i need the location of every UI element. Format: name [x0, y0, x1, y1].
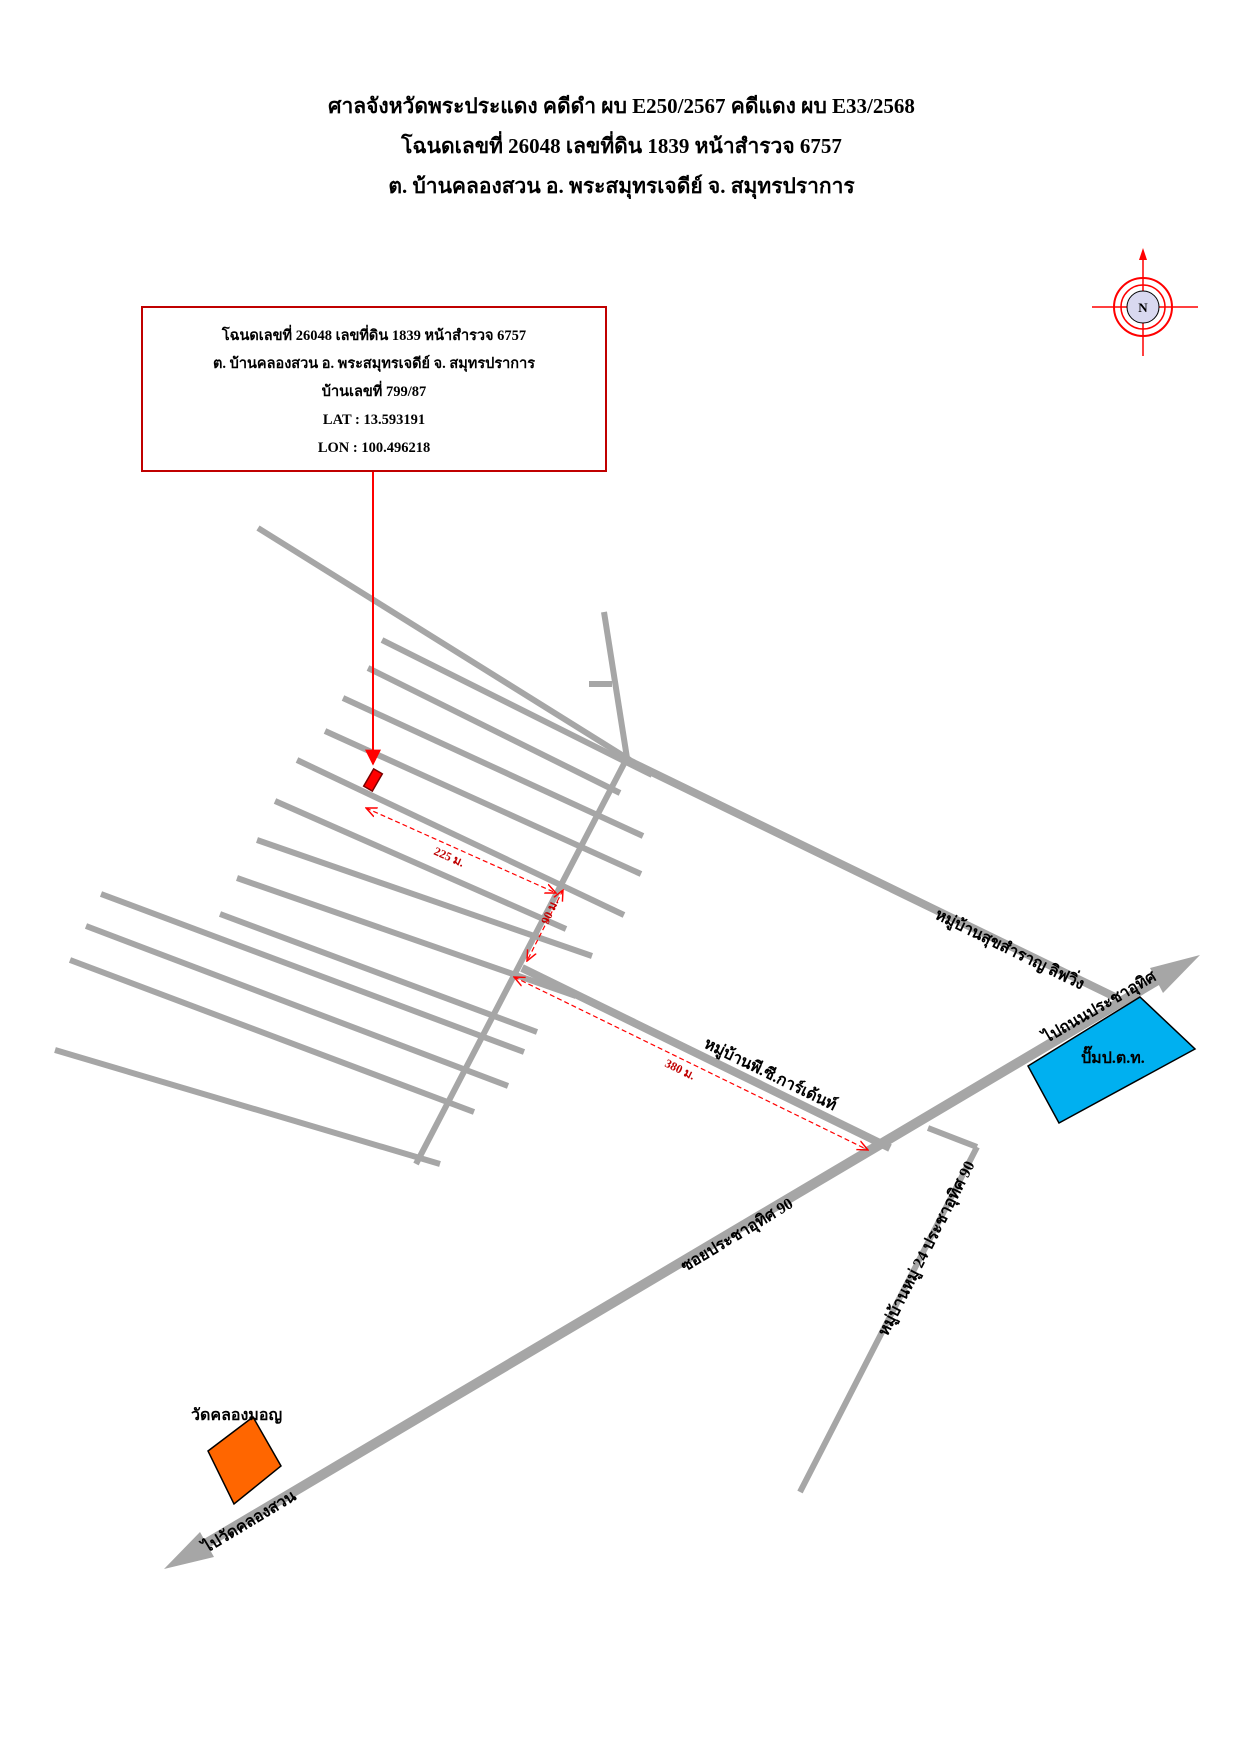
distance-line-225	[366, 808, 556, 893]
temple-building	[207, 1415, 282, 1506]
distance-label-225: 225 ม.	[432, 844, 467, 870]
road-lane-12	[68, 957, 476, 1115]
minor-roads	[54, 525, 980, 1494]
road-lane-11	[84, 923, 510, 1089]
road-lane-5	[295, 757, 626, 918]
distance-line-380	[514, 977, 868, 1150]
road-lane-7	[256, 837, 593, 959]
road-pc-garden	[520, 964, 892, 1152]
distance-label-380: 380 ม.	[663, 1056, 698, 1083]
temple-label: วัดคลองมอญ	[191, 1406, 282, 1425]
road-lane-3	[341, 695, 645, 839]
road-moo24	[797, 1145, 980, 1494]
road-moo24-connector	[926, 1125, 979, 1150]
distance-line-90	[527, 890, 563, 961]
arrow-to-prachauthit-icon	[1150, 955, 1200, 993]
road-soi-prachauthit-90	[182, 963, 1181, 1561]
road-lane-2	[366, 665, 622, 796]
info-house-number: บ้านเลขที่ 799/87	[321, 384, 427, 400]
road-label-moo24: หมู่บ้านหมู่ 24 ประชาอุทิศ 90	[875, 1158, 981, 1340]
header-line-1: ศาลจังหวัดพระประแดง คดีดำ ผบ E250/2567 ค…	[328, 94, 915, 118]
road-lane-13	[54, 1047, 441, 1167]
road-lane-9	[218, 911, 539, 1035]
subject-plot	[362, 767, 384, 793]
road-label-sukhsamran: หมู่บ้านสุขสำราญ ลิฟวิ่ง	[931, 903, 1088, 995]
road-top-branch	[256, 525, 632, 763]
info-latitude: LAT : 13.593191	[322, 412, 426, 428]
info-location: ต. บ้านคลองสวน อ. พระสมุทรเจดีย์ จ. สมุท…	[212, 356, 535, 372]
road-label-to-wat: ไปวัดคลองสวน	[198, 1486, 300, 1558]
road-label-soi-90: ซอยประชาอุทิศ 90	[678, 1194, 797, 1276]
plot-info-box: โฉนดเลขที่ 26048 เลขที่ดิน 1839 หน้าสำรว…	[141, 306, 607, 472]
header-line-2: โฉนดเลขที่ 26048 เลขที่ดิน 1839 หน้าสำรว…	[401, 134, 842, 158]
road-label-pc-garden: หมู่บ้านพี.ซี.การ์เด้นท์	[700, 1034, 840, 1117]
pump-station-building	[1027, 996, 1197, 1125]
header-line-3: ต. บ้านคลองสวน อ. พระสมุทรเจดีย์ จ. สมุท…	[388, 174, 855, 198]
compass-label: N	[1138, 300, 1148, 315]
road-lane-10	[99, 891, 526, 1055]
road-north-spur	[601, 611, 630, 759]
distance-label-90: 90 ม.	[538, 897, 561, 926]
info-deed: โฉนดเลขที่ 26048 เลขที่ดิน 1839 หน้าสำรว…	[221, 328, 527, 344]
arrow-to-wat-icon	[164, 1532, 214, 1569]
north-compass-icon: N	[1092, 248, 1198, 356]
road-spine	[413, 756, 630, 1166]
road-sukhsamran	[625, 756, 1117, 1001]
info-longitude: LON : 100.496218	[317, 440, 431, 456]
pump-station-label: ปั๊มป.ต.ท.	[1081, 1045, 1145, 1067]
road-lane-1	[380, 637, 654, 778]
distance-lines	[366, 808, 868, 1150]
map-header: ศาลจังหวัดพระประแดง คดีดำ ผบ E250/2567 ค…	[0, 86, 1243, 206]
